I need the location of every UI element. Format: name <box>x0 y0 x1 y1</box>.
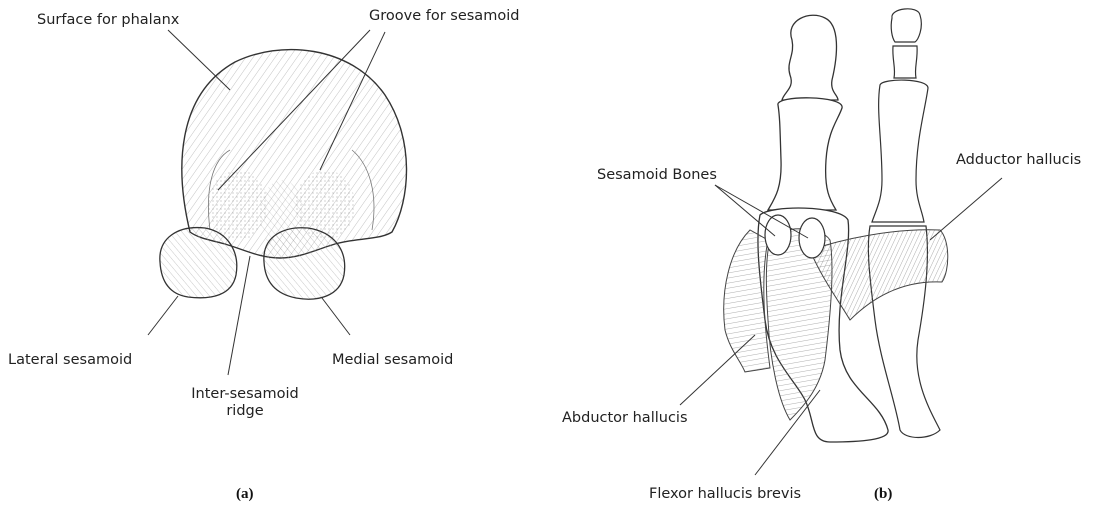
label-inter-sesamoid-ridge: Inter-sesamoid ridge <box>185 386 305 419</box>
second-toe-tip <box>891 9 921 42</box>
panel-b-tag: (b) <box>874 486 892 503</box>
panel-a-tag: (a) <box>236 486 254 503</box>
big-toe-distal-phalanx <box>782 15 838 100</box>
abductor-hallucis-muscle <box>724 230 770 372</box>
label-medial-sesamoid: Medial sesamoid <box>332 352 453 369</box>
label-adductor-hallucis: Adductor hallucis <box>956 152 1081 169</box>
label-inter-sesamoid-line2: ridge <box>185 403 305 420</box>
label-sesamoid-bones: Sesamoid Bones <box>597 167 717 184</box>
label-lateral-sesamoid: Lateral sesamoid <box>8 352 132 369</box>
label-inter-sesamoid-line1: Inter-sesamoid <box>185 386 305 403</box>
label-flexor-hallucis-brevis: Flexor hallucis brevis <box>649 486 801 503</box>
label-abductor-hallucis: Abductor hallucis <box>562 410 688 427</box>
label-groove-for-sesamoid: Groove for sesamoid <box>369 8 519 25</box>
second-toe-proximal <box>872 80 928 222</box>
second-toe-middle <box>893 46 917 78</box>
label-surface-for-phalanx: Surface for phalanx <box>37 12 179 29</box>
sesamoid-bone-medial <box>799 218 825 258</box>
big-toe-proximal-phalanx <box>768 98 842 210</box>
